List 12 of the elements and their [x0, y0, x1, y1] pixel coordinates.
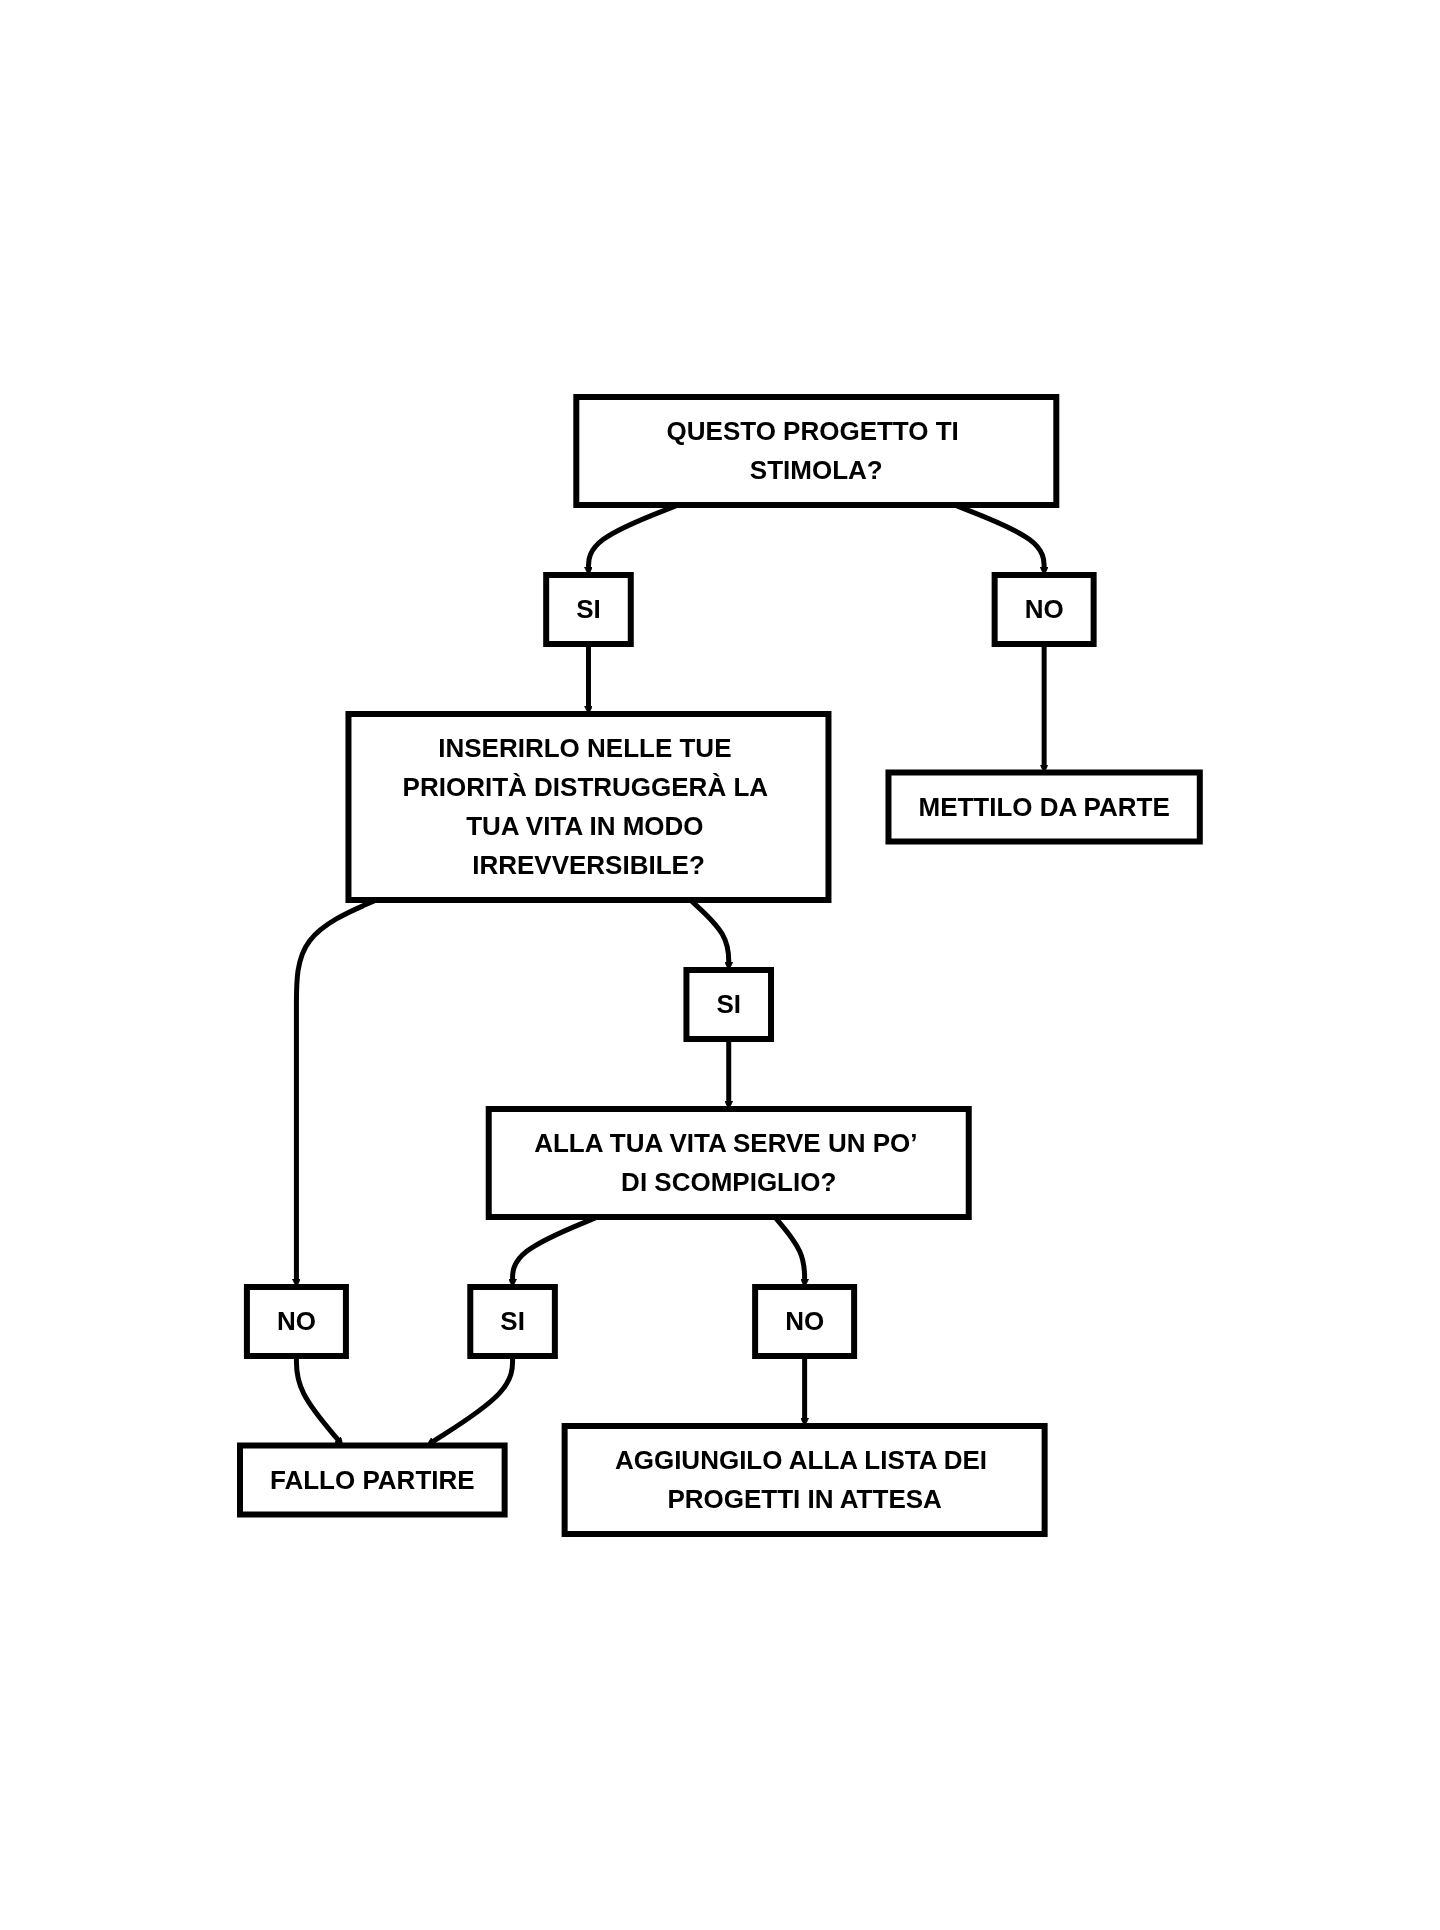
node-box: SI: [683, 966, 775, 1042]
node-box: INSERIRLO NELLE TUE PRIORITÀ DISTRUGGERÀ LA TUA VITA IN MODO IRREVVERSIBILE?: [345, 710, 832, 903]
node-box: ALLA TUA VITA SERVE UN PO’ DI SCOMPIGLIO?: [485, 1105, 972, 1220]
node-box: NO: [752, 1283, 858, 1359]
node-box: METTILO DA PARTE: [885, 769, 1203, 844]
node-box: FALLO PARTIRE: [237, 1442, 508, 1517]
node-box: QUESTO PROGETTO TI STIMOLA?: [573, 393, 1060, 508]
node-box: SI: [543, 571, 634, 647]
node-box: AGGIUNGILO ALLA LISTA DEI PROGETTI IN ATTESA: [561, 1422, 1048, 1537]
node-box: NO: [244, 1283, 349, 1359]
node-box: SI: [467, 1283, 558, 1359]
node-box: NO: [991, 571, 1097, 647]
